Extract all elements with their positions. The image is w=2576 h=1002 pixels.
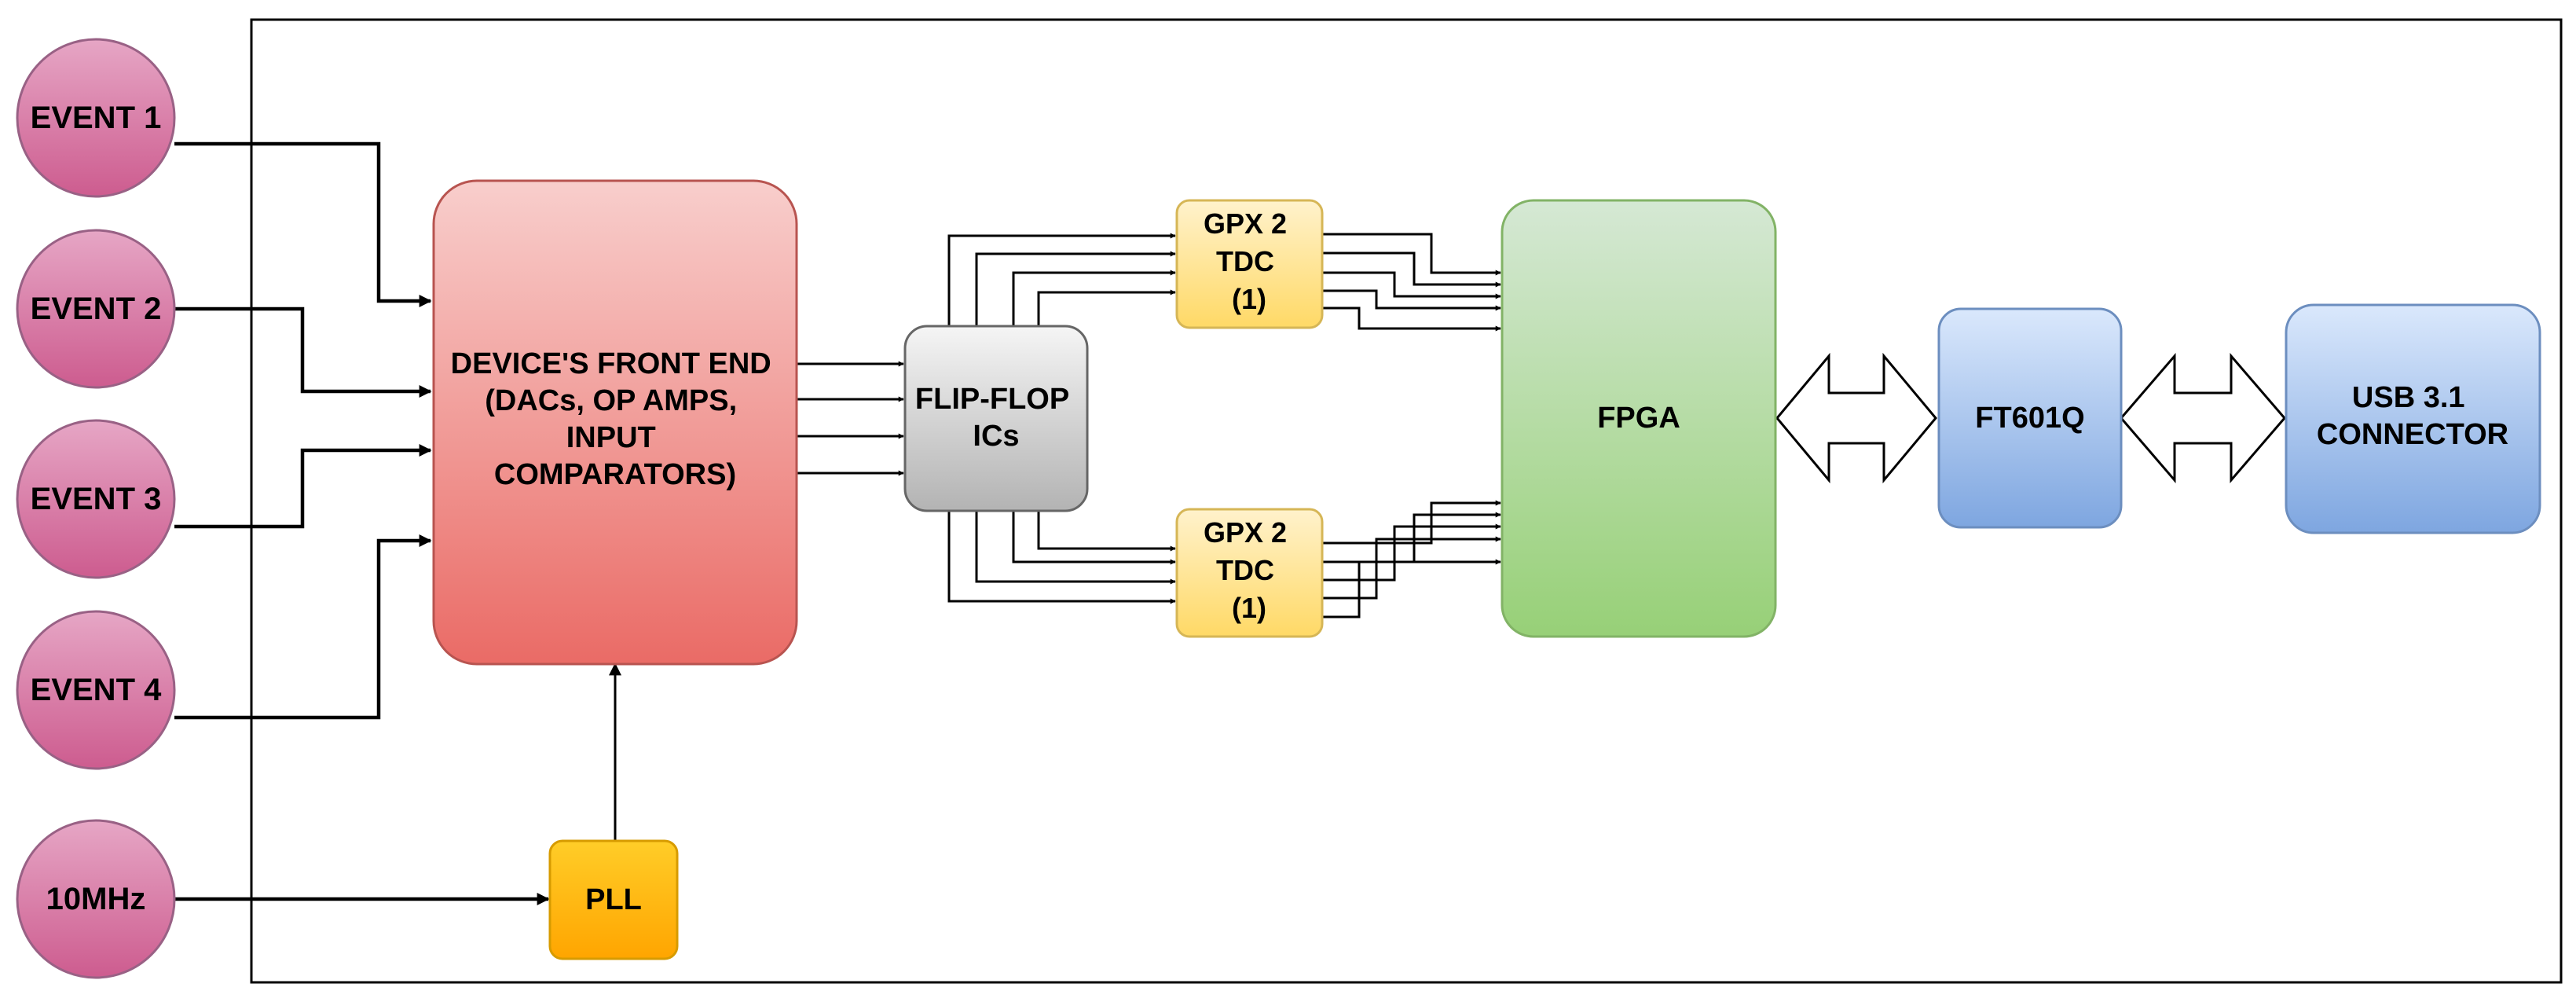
usb-label-line2: CONNECTOR: [2317, 418, 2508, 451]
front-end-label-line3: INPUT: [566, 421, 656, 454]
flip-flop-to-tdc-top-links: [947, 233, 1176, 326]
event2-link: [174, 306, 432, 398]
tdc-bottom-label-line2: TDC: [1216, 554, 1274, 586]
input-label: EVENT 1: [31, 101, 162, 135]
tdc-top-block: GPX 2 TDC (1): [1175, 199, 1324, 329]
front-end-block: DEVICE'S FRONT END (DACs, OP AMPS, INPUT…: [432, 179, 798, 666]
svg-text:GPX 2 TDC (1): GPX 2 TDC (1): [1204, 516, 1295, 624]
tdc-bottom-label-line3: (1): [1232, 592, 1266, 624]
pll-label: PLL: [585, 883, 642, 916]
front-end-label-line1: DEVICE'S FRONT END: [451, 347, 771, 380]
pll-block: PLL: [548, 839, 679, 960]
usb-connector-block: USB 3.1 CONNECTOR: [2285, 303, 2541, 534]
tdc-top-label-line2: TDC: [1216, 245, 1274, 277]
ft601q-label: FT601Q: [1975, 402, 2084, 435]
front-end-to-flip-flop-links: [795, 361, 904, 476]
input-clock-10mhz: 10MHz: [16, 819, 176, 979]
system-boundary: [250, 18, 2563, 984]
flip-flop-label-line1: FLIP-FLOP: [915, 383, 1069, 416]
input-label: EVENT 3: [31, 482, 162, 516]
flip-flop-label-line2: ICs: [973, 420, 1019, 453]
svg-text:USB 3.1 CONNECTOR: USB 3.1 CONNECTOR: [2317, 381, 2508, 451]
fpga-block: FPGA: [1501, 199, 1777, 638]
usb-label-line1: USB 3.1: [2352, 381, 2465, 414]
svg-text:FLIP-FLOP ICs: FLIP-FLOP ICs: [915, 383, 1077, 453]
event1-link: [174, 141, 432, 307]
tdc-top-to-fpga-links: [1322, 233, 1501, 332]
svg-text:GPX 2 TDC (1): GPX 2 TDC (1): [1204, 207, 1295, 315]
input-event-1: EVENT 1: [16, 38, 176, 198]
input-event-3: EVENT 3: [16, 419, 176, 579]
ft601q-block: FT601Q: [1937, 307, 2123, 529]
front-end-label-line2: (DACs, OP AMPS,: [485, 384, 737, 417]
event3-link: [174, 444, 432, 529]
input-event-4: EVENT 4: [16, 610, 176, 770]
tdc-top-label-line1: GPX 2: [1204, 207, 1287, 240]
event-connectors: [174, 141, 550, 905]
input-label: 10MHz: [46, 882, 146, 916]
tdc-bottom-label-line1: GPX 2: [1204, 516, 1287, 549]
tdc-bottom-to-fpga-links: [1322, 500, 1501, 618]
input-event-2: EVENT 2: [16, 229, 176, 389]
event4-link: [174, 534, 432, 720]
flip-flop-to-tdc-bottom-links: [947, 511, 1176, 604]
flip-flop-block: FLIP-FLOP ICs: [903, 325, 1089, 512]
tdc-bottom-block: GPX 2 TDC (1): [1175, 508, 1324, 638]
tdc-top-label-line3: (1): [1232, 283, 1266, 315]
ft601q-usb-bidirectional-arrow: [2120, 352, 2286, 484]
svg-text:DEVICE'S FRONT END (DACs: DEVICE'S FRONT END (DACs, OP AMPS, INPUT…: [451, 347, 780, 491]
fpga-ft601q-bidirectional-arrow: [1775, 352, 1937, 484]
fpga-label: FPGA: [1597, 402, 1680, 435]
input-label: EVENT 2: [31, 292, 162, 326]
input-label: EVENT 4: [31, 673, 162, 707]
front-end-label-line4: COMPARATORS): [494, 458, 736, 491]
